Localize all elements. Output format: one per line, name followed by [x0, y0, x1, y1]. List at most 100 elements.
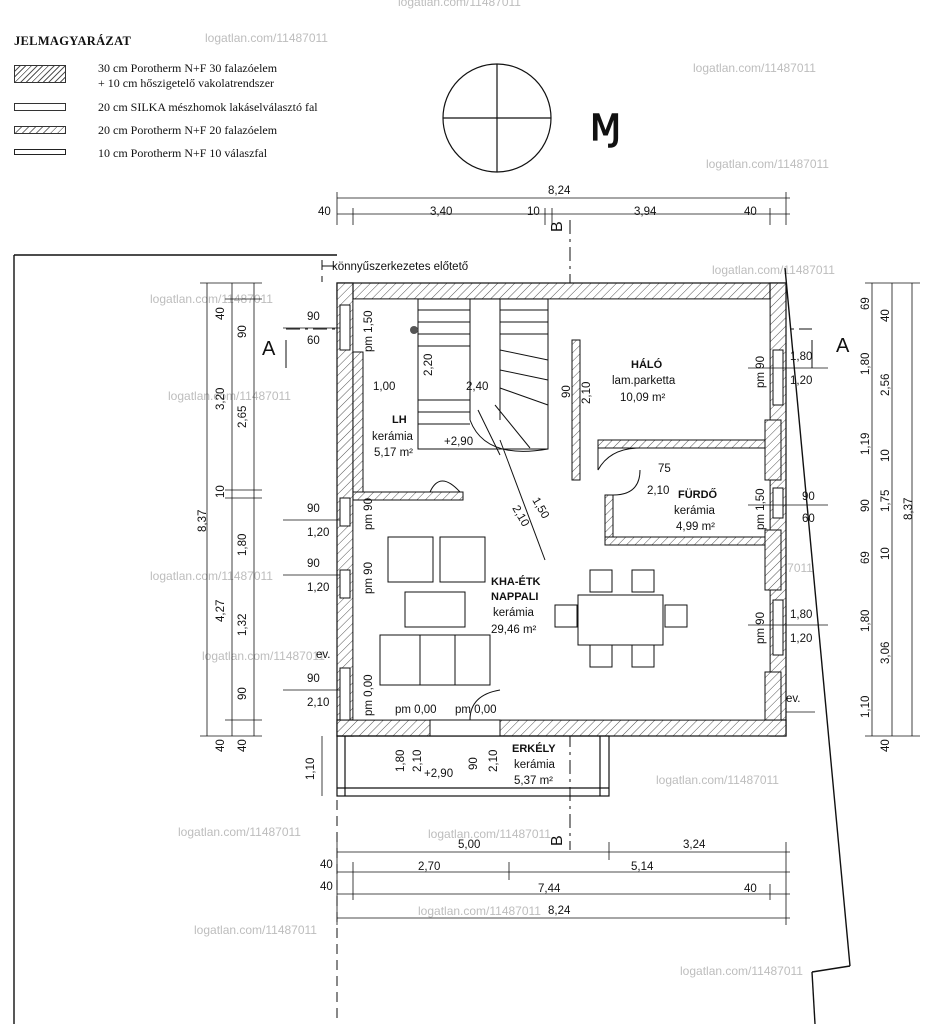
- svg-text:1,80: 1,80: [790, 351, 812, 363]
- coffee-table: [404, 591, 466, 628]
- legend-title: JELMAGYARÁZAT: [14, 34, 132, 48]
- legend-text: 10 cm Porotherm N+F 10 válaszfal: [98, 146, 268, 160]
- svg-text:2,10: 2,10: [581, 382, 593, 404]
- legend-item-silka: 20 cm SILKA mészhomok lakáselválasztó fa…: [14, 100, 414, 118]
- watermark: logatlan.com/11487011: [693, 61, 816, 75]
- svg-text:90: 90: [307, 558, 320, 570]
- svg-text:1,80: 1,80: [395, 750, 407, 772]
- room-erkely: ERKÉLY kerámia 5,37 m² +2,90: [424, 742, 556, 787]
- svg-text:1,80: 1,80: [860, 610, 872, 632]
- watermark: logatlan.com/11487011: [712, 263, 835, 277]
- opening-labels-right: 1,80 1,20 pm 90 90 60 pm 1,50 1,80 1,20 …: [748, 351, 828, 713]
- svg-text:pm 90: pm 90: [755, 612, 767, 644]
- svg-text:3,94: 3,94: [634, 206, 657, 218]
- chair: [631, 569, 655, 593]
- svg-text:5,14: 5,14: [631, 861, 654, 873]
- svg-text:40: 40: [215, 739, 227, 752]
- svg-text:60: 60: [802, 513, 815, 525]
- chair: [589, 644, 613, 668]
- room-halo: HÁLÓ lam.parketta 10,09 m²: [612, 358, 676, 404]
- svg-text:3,20: 3,20: [215, 388, 227, 410]
- canopy-label: könnyűszerkezetes előtető: [332, 261, 468, 273]
- svg-text:90: 90: [237, 325, 249, 338]
- chair: [631, 644, 655, 668]
- north-arrow: Ɱ: [442, 63, 621, 173]
- room-finish: kerámia: [514, 759, 556, 771]
- svg-text:1,20: 1,20: [307, 527, 329, 539]
- watermark: logatlan.com/11487011: [202, 649, 325, 663]
- furniture: [379, 536, 688, 686]
- legend-item-porotherm-30: 30 cm Porotherm N+F 30 falazóelem+ 10 cm…: [14, 61, 414, 95]
- svg-text:8,37: 8,37: [903, 498, 915, 520]
- section-b-top: B: [549, 221, 566, 232]
- svg-text:pm 1,50: pm 1,50: [755, 488, 767, 530]
- room-lh: LH kerámia 5,17 m² +2,90: [372, 414, 473, 459]
- svg-text:90: 90: [307, 311, 320, 323]
- svg-text:5,00: 5,00: [458, 839, 480, 851]
- left-dimensions: [200, 282, 323, 796]
- room-name: HÁLÓ: [631, 358, 663, 371]
- room-name: KHA-ÉTK: [491, 575, 541, 588]
- svg-text:10: 10: [527, 206, 540, 218]
- svg-text:2,40: 2,40: [466, 381, 488, 393]
- svg-text:1,20: 1,20: [790, 633, 812, 645]
- watermark: logatlan.com/11487011: [150, 292, 273, 306]
- svg-text:2,10: 2,10: [647, 485, 669, 497]
- svg-text:40: 40: [880, 739, 892, 752]
- svg-text:3,06: 3,06: [880, 642, 892, 664]
- legend-text: 30 cm Porotherm N+F 30 falazóelem+ 10 cm…: [98, 61, 278, 90]
- svg-text:8,24: 8,24: [548, 905, 571, 917]
- watermark: logatlan.com/11487011: [168, 389, 291, 403]
- svg-text:75: 75: [658, 463, 671, 475]
- svg-text:10: 10: [880, 449, 892, 462]
- site-boundary: [13, 254, 851, 1024]
- room-area: 4,99 m²: [676, 521, 715, 533]
- svg-text:1,00: 1,00: [373, 381, 395, 393]
- svg-text:pm 90: pm 90: [755, 356, 767, 388]
- svg-text:2,20: 2,20: [423, 354, 435, 376]
- room-area: 29,46 m²: [491, 624, 537, 636]
- svg-text:1,19: 1,19: [860, 433, 872, 455]
- armchair: [387, 536, 434, 583]
- level-mark: +2,90: [424, 768, 453, 780]
- right-dimensions: [865, 282, 920, 737]
- svg-text:1,10: 1,10: [860, 696, 872, 718]
- canopy-outline: [321, 260, 338, 1024]
- interior-walls: [352, 339, 782, 721]
- section-a-left: A: [262, 338, 276, 360]
- watermark: logatlan.com/11487011: [656, 773, 779, 787]
- svg-text:69: 69: [860, 297, 872, 310]
- svg-text:1,20: 1,20: [790, 375, 812, 387]
- legend-swatch: [14, 149, 66, 155]
- svg-text:2,65: 2,65: [237, 406, 249, 428]
- svg-text:ev.: ev.: [786, 693, 801, 705]
- svg-text:40: 40: [215, 307, 227, 320]
- svg-text:40: 40: [744, 883, 757, 895]
- legend-text: 20 cm SILKA mészhomok lakáselválasztó fa…: [98, 100, 318, 114]
- door-lh-arrow: [499, 439, 546, 561]
- svg-text:1,80: 1,80: [790, 609, 812, 621]
- svg-text:pm 0,00: pm 0,00: [455, 704, 497, 716]
- section-a-right: A: [836, 335, 850, 357]
- svg-text:pm 0,00: pm 0,00: [395, 704, 437, 716]
- window-openings: [339, 304, 784, 737]
- svg-text:1,10: 1,10: [305, 758, 317, 780]
- svg-text:2,10: 2,10: [488, 750, 500, 772]
- svg-text:60: 60: [307, 335, 320, 347]
- svg-text:2,10: 2,10: [307, 697, 329, 709]
- legend-item-porotherm-20: 20 cm Porotherm N+F 20 falazóelem: [14, 123, 414, 141]
- svg-text:pm 1,50: pm 1,50: [363, 310, 375, 352]
- sofa: [379, 634, 491, 686]
- svg-text:1,32: 1,32: [237, 614, 249, 636]
- svg-text:40: 40: [880, 309, 892, 322]
- room-area: 5,37 m²: [514, 775, 553, 787]
- svg-text:1,20: 1,20: [307, 582, 329, 594]
- room-finish: kerámia: [674, 505, 716, 517]
- chair: [664, 604, 688, 628]
- room-finish: kerámia: [493, 607, 535, 619]
- watermark: logatlan.com/11487011: [428, 827, 551, 841]
- svg-text:pm 0,00: pm 0,00: [363, 674, 375, 716]
- chair: [589, 569, 613, 593]
- svg-text:3,24: 3,24: [683, 839, 706, 851]
